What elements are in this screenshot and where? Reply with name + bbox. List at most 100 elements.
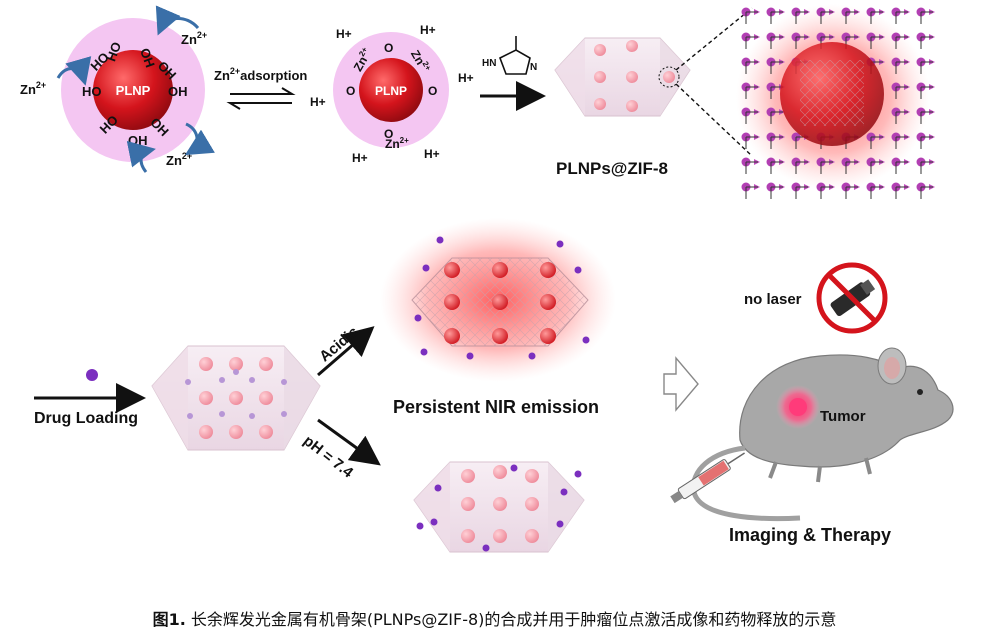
- drug-loading-step: Drug Loading: [34, 369, 146, 427]
- loaded-crystal-right: [284, 346, 320, 450]
- equilibrium-step: Zn2+adsorption: [214, 66, 307, 110]
- ho-label-top-left: HO: [103, 40, 124, 63]
- released-drug: [420, 348, 428, 356]
- plnp-sphere: [461, 469, 475, 483]
- drug-loaded-crystal: [151, 345, 321, 451]
- mouse-eye: [917, 389, 923, 395]
- tumor-core: [789, 398, 807, 416]
- zn-arrow-bottom: [126, 140, 156, 173]
- hollow-arrow: [663, 356, 699, 412]
- plnp-sphere: [229, 425, 243, 439]
- ho-label-left: HO: [82, 84, 102, 99]
- drug-dot: [416, 522, 424, 530]
- embedded-plnp: [626, 40, 638, 52]
- tumor-label: Tumor: [820, 408, 866, 425]
- caption-text: 长余辉发光金属有机骨架(PLNPs@ZIF-8)的合成并用于肿瘤位点激活成像和药…: [185, 610, 837, 629]
- oh-label-top-right: OH: [137, 46, 158, 69]
- drug-loading-label: Drug Loading: [34, 410, 138, 427]
- plnp-sphere: [525, 497, 539, 511]
- plnp-sphere: [259, 425, 273, 439]
- syringe-plunger: [670, 490, 684, 504]
- figure-number: 图1.: [152, 610, 186, 629]
- embedded-plnp: [594, 44, 606, 56]
- loaded-crystal-left: [152, 346, 188, 450]
- forward-arrow: [230, 87, 296, 95]
- zn-adsorption-label: Zn2+adsorption: [214, 66, 307, 83]
- product-label: PLNPs@ZIF-8: [556, 159, 668, 178]
- plnp-sphere-red: [492, 262, 508, 278]
- zn-label-p2-c: Zn2+: [385, 136, 409, 151]
- plnp-core: [93, 50, 173, 130]
- drug-dot: [281, 379, 287, 385]
- h-plus-1: H+: [336, 27, 352, 41]
- reverse-arrow: [226, 102, 292, 110]
- embedded-plnp: [626, 100, 638, 112]
- released-drug: [528, 352, 536, 360]
- loaded-contents: [185, 357, 287, 439]
- plnp-core-label-2: PLNP: [375, 84, 407, 98]
- released-drug: [466, 352, 474, 360]
- plnp-core-2: [359, 58, 423, 122]
- h-plus-2: H+: [420, 23, 436, 37]
- embedded-plnp: [663, 71, 675, 83]
- zoomed-framework: [736, 4, 935, 199]
- syringe-icon: [670, 452, 745, 504]
- h-plus-6: H+: [424, 147, 440, 161]
- zn-label-p2-a: Zn2+: [350, 45, 375, 73]
- plnp-sphere-red: [492, 328, 508, 344]
- plnp-sphere-red: [540, 328, 556, 344]
- neutral-crystal-right: [548, 462, 584, 552]
- imaging-therapy-label: Imaging & Therapy: [729, 525, 891, 545]
- plnp-sphere: [199, 357, 213, 371]
- plnp-core-label: PLNP: [116, 83, 151, 98]
- zoom-circle: [658, 66, 680, 88]
- released-drug: [422, 264, 430, 272]
- embedded-plnp: [626, 71, 638, 83]
- drug-dot: [430, 518, 438, 526]
- embedded-plnp: [594, 98, 606, 110]
- zn-label-bottom: Zn2+: [166, 151, 192, 168]
- drug-dot: [574, 470, 582, 478]
- mouse-body: [739, 354, 954, 468]
- o-minus-bottom: O: [384, 127, 393, 141]
- h-plus-3: H+: [458, 71, 474, 85]
- plnp-sphere: [493, 529, 507, 543]
- no-laser-label: no laser: [744, 291, 802, 308]
- drug-dot: [185, 379, 191, 385]
- plnp-sphere: [493, 497, 507, 511]
- ph-arrow: [317, 418, 381, 466]
- plnp-sphere-red: [540, 262, 556, 278]
- zn-arrow-right: [184, 122, 215, 156]
- plnp-sphere: [199, 391, 213, 405]
- syringe-fluid: [698, 460, 729, 486]
- oh-label-right: OH: [168, 84, 188, 99]
- syringe-needle: [727, 452, 745, 465]
- drug-dot: [219, 411, 225, 417]
- drug-dot: [187, 413, 193, 419]
- plnp-sphere: [525, 529, 539, 543]
- drug-dot: [434, 484, 442, 492]
- zn-label-top: Zn2+: [181, 30, 207, 47]
- acidic-arrow: [317, 326, 375, 377]
- drug-dot: [249, 377, 255, 383]
- plnp-sphere: [229, 357, 243, 371]
- released-contents: [414, 236, 590, 360]
- drug-dot: [560, 488, 568, 496]
- acidic-glowing-crystal: Persistent NIR emission: [380, 218, 616, 417]
- plnp-sphere: [199, 425, 213, 439]
- released-drug: [436, 236, 444, 244]
- h-plus-5: H+: [352, 151, 368, 165]
- plnp-sphere: [461, 529, 475, 543]
- h-plus-4: H+: [310, 95, 326, 109]
- plnp-sphere: [461, 497, 475, 511]
- plnp-sphere: [493, 465, 507, 479]
- plnp-sphere-red: [492, 294, 508, 310]
- plnps-zif8-crystal: PLNPs@ZIF-8: [554, 37, 691, 178]
- imidazole-step: HN N: [480, 36, 546, 111]
- o-minus-right: O: [428, 84, 437, 98]
- ph-label: pH = 7.4: [300, 432, 357, 481]
- n-label: N: [530, 62, 537, 73]
- neutral-crystal: [413, 461, 585, 553]
- drug-dot: [482, 544, 490, 552]
